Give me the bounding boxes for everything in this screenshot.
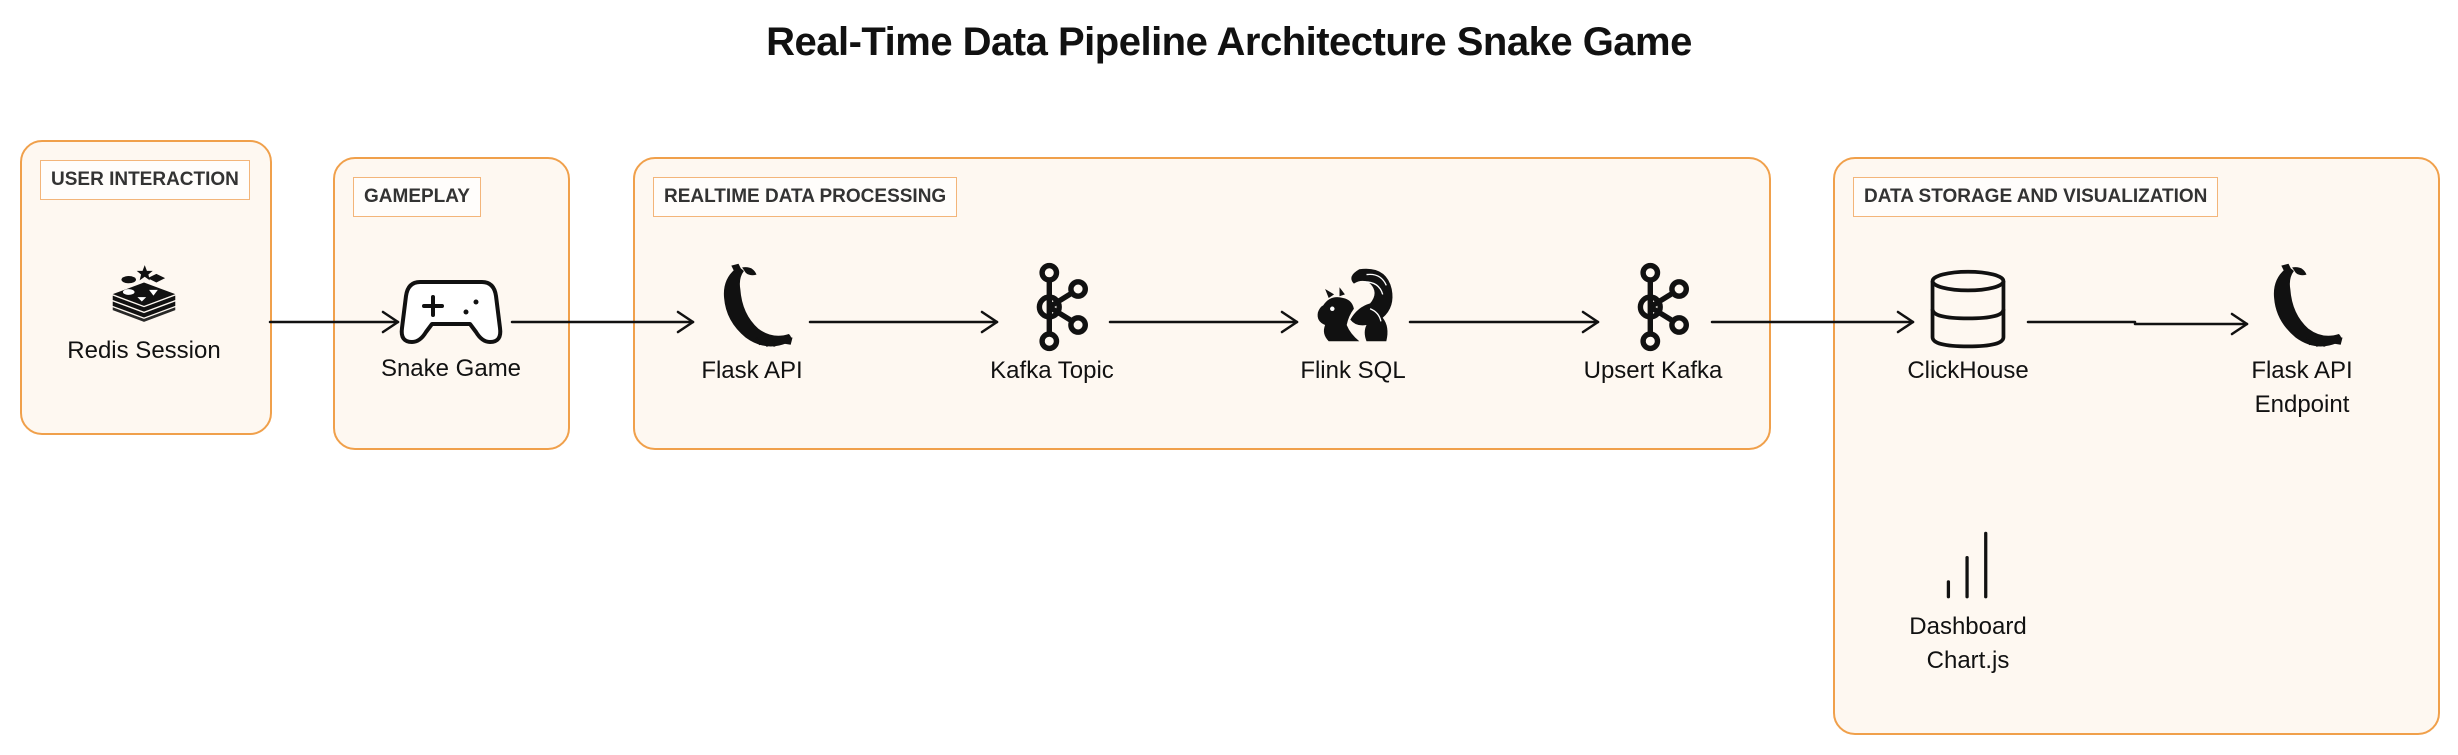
flask-icon xyxy=(2273,263,2343,347)
node-label-kafka-topic: Kafka Topic xyxy=(990,357,1114,384)
kafka-icon xyxy=(1637,262,1689,352)
node-upsert-kafka: Upsert Kafka xyxy=(1558,262,1748,388)
node-label-flask-api: Flask API xyxy=(701,357,803,384)
group-label-gameplay: GAMEPLAY xyxy=(353,177,481,217)
group-label-user-interaction: USER INTERACTION xyxy=(40,160,250,200)
node-snake-game: Snake Game xyxy=(356,270,546,386)
node-label-line-1: Dashboard xyxy=(1909,613,2027,640)
node-label-redis-session: Redis Session xyxy=(67,337,221,364)
node-label-flask-api-endpoint: Flask API Endpoint xyxy=(2207,354,2397,422)
node-kafka-topic: Kafka Topic xyxy=(957,262,1147,388)
flask-icon xyxy=(723,263,793,347)
flink-squirrel-icon xyxy=(1317,268,1393,342)
node-label-upsert-kafka: Upsert Kafka xyxy=(1583,357,1723,384)
group-realtime-data-processing: REALTIME DATA PROCESSING xyxy=(633,157,1771,450)
database-icon xyxy=(1930,269,2006,349)
node-redis-session: Redis Session xyxy=(49,252,239,368)
redis-icon xyxy=(112,265,176,322)
node-label-clickhouse: ClickHouse xyxy=(1907,357,2029,384)
node-label-flink-sql: Flink SQL xyxy=(1300,357,1406,384)
node-clickhouse: ClickHouse xyxy=(1873,268,2063,388)
node-label-line-1: Flask API xyxy=(2251,357,2353,384)
group-label-storage: DATA STORAGE AND VISUALIZATION xyxy=(1853,177,2219,217)
gamepad-icon xyxy=(399,280,503,344)
group-label-realtime: REALTIME DATA PROCESSING xyxy=(653,177,958,217)
diagram-title: Real-Time Data Pipeline Architecture Sna… xyxy=(766,20,1692,64)
kafka-icon xyxy=(1036,262,1088,352)
node-dashboard: Dashboard Chart.js xyxy=(1873,524,2063,678)
node-flask-api: Flask API xyxy=(657,262,847,388)
bar-chart-icon xyxy=(1946,531,1988,599)
group-user-interaction: USER INTERACTION xyxy=(20,140,272,435)
node-flask-api-endpoint: Flask API Endpoint xyxy=(2207,262,2397,422)
node-label-snake-game: Snake Game xyxy=(380,355,522,382)
node-flink-sql: Flink SQL xyxy=(1258,262,1448,388)
node-label-line-2: Chart.js xyxy=(1926,647,2010,674)
group-data-storage-visualization: DATA STORAGE AND VISUALIZATION xyxy=(1833,157,2440,735)
node-label-line-2: Endpoint xyxy=(2254,391,2350,418)
node-label-dashboard: Dashboard Chart.js xyxy=(1873,610,2063,678)
